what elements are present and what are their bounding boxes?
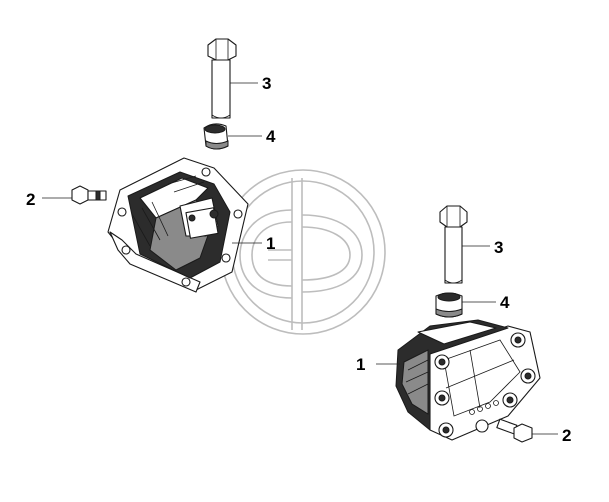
- right-spacer: [435, 292, 463, 318]
- left-spacer: [203, 123, 229, 150]
- callout-left-screw: 2: [26, 190, 35, 209]
- right-engine-mount: [395, 319, 541, 441]
- left-screw: [71, 185, 107, 205]
- callout-left-mount: 1: [266, 234, 275, 253]
- gd-logo-watermark: [220, 169, 386, 335]
- right-screw: [496, 418, 533, 443]
- callout-right-screw: 2: [562, 426, 571, 445]
- left-bolt: [207, 38, 237, 119]
- callout-left-spacer: 4: [266, 127, 276, 146]
- callout-right-bolt: 3: [494, 238, 503, 257]
- left-engine-mount: [107, 157, 249, 293]
- callout-right-spacer: 4: [500, 293, 510, 312]
- callout-right-mount: 1: [356, 355, 365, 374]
- callout-left-bolt: 3: [262, 74, 271, 93]
- right-bolt: [439, 205, 468, 284]
